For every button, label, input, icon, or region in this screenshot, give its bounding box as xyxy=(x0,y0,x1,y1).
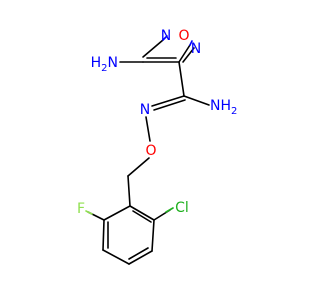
bond-camidine-n-double-b xyxy=(153,99,186,111)
bond-ring-1-inner xyxy=(132,210,152,223)
bond-ring-3 xyxy=(128,250,153,265)
bond-ring-1 xyxy=(129,205,155,221)
bond-c3-n-double xyxy=(182,47,195,63)
atom-amino-nh2: H2N xyxy=(91,55,118,74)
atom-ring-n2: N xyxy=(191,41,201,57)
bond-camidine-nh2 xyxy=(183,95,210,106)
atom-ether-o: O xyxy=(145,143,156,159)
bond-o-ch2 xyxy=(127,157,150,177)
atom-oxime-n: N xyxy=(140,102,150,118)
structure-drawing: N O N H2N NH2 N O F Cl xyxy=(77,28,237,265)
atom-chloro: Cl xyxy=(175,200,189,216)
atom-ring-o: O xyxy=(178,28,189,44)
atom-amidine-nh2: NH2 xyxy=(210,98,237,117)
atom-ring-n1: N xyxy=(161,28,171,44)
bond-camidine-n-double-a xyxy=(151,95,185,107)
molecule-diagram: N O N H2N NH2 N O F Cl xyxy=(77,28,237,265)
bond-ring-6 xyxy=(103,205,131,221)
bond-ring-3-inner xyxy=(128,247,149,260)
bond-ring-4 xyxy=(102,249,130,265)
bond-ch2-ring xyxy=(127,175,131,207)
bond-n-segment-1 xyxy=(162,35,168,41)
bond-f-segment xyxy=(85,210,93,215)
bond-ring-2 xyxy=(151,219,155,252)
bond-ring-5 xyxy=(102,219,105,251)
bond-n-segment-2 xyxy=(189,40,193,46)
bond-cl-segment xyxy=(165,207,174,213)
colored-bond-group xyxy=(85,35,193,215)
bond-n-o xyxy=(145,116,151,142)
bond-c3-n xyxy=(178,44,191,63)
bond-c3-camidine xyxy=(178,61,185,97)
bond-c4-n xyxy=(142,39,164,58)
atom-fluoro: F xyxy=(77,201,85,217)
